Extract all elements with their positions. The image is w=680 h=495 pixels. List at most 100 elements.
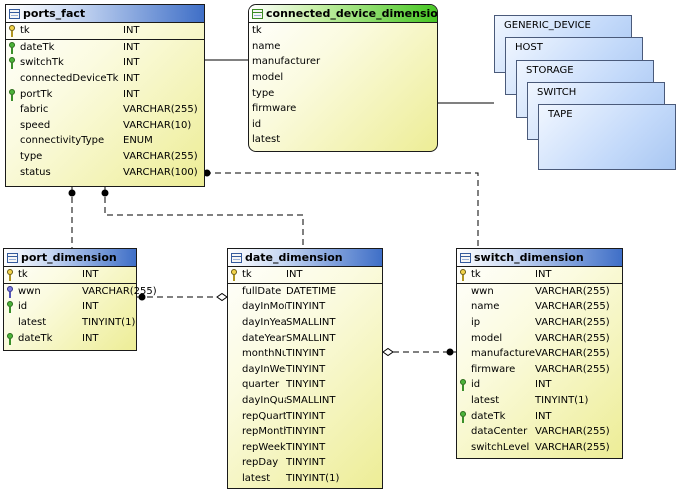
foreign-key-icon <box>457 409 471 424</box>
column-row[interactable]: type <box>252 85 437 101</box>
column-name: dayInQuarter <box>242 395 286 407</box>
column-name: repMonth <box>242 426 286 438</box>
column-type: INT <box>82 269 99 281</box>
device-type-label: TAPE <box>548 109 573 120</box>
column-row[interactable]: id <box>252 117 437 133</box>
column-row[interactable]: tk INT <box>4 267 136 283</box>
column-type: TINYINT(1) <box>82 317 136 329</box>
column-name: name <box>471 301 500 313</box>
column-name: firmware <box>252 103 297 115</box>
column-type: TINYINT(1) <box>535 395 589 407</box>
column-type: TINYINT <box>286 348 326 360</box>
foreign-key-icon <box>6 55 20 70</box>
column-name: quarter <box>242 379 280 391</box>
column-row[interactable]: name <box>252 39 437 55</box>
column-name: name <box>252 40 281 52</box>
many-end-marker <box>446 348 454 356</box>
column-name: dataCenter <box>471 426 528 438</box>
column-name: connectivityType <box>20 135 105 147</box>
column-row[interactable]: tk <box>252 23 437 39</box>
column-row[interactable]: dayInMonthTINYINT <box>228 299 382 315</box>
foreign-key-icon <box>4 299 18 314</box>
column-type: VARCHAR(100) <box>123 166 198 178</box>
table-icon <box>252 8 263 19</box>
column-name: tk <box>18 269 28 281</box>
column-name: dayInMonth <box>242 301 286 313</box>
column-type: VARCHAR(10) <box>123 119 192 131</box>
column-type: SMALLINT <box>286 395 336 407</box>
column-name: latest <box>242 473 271 485</box>
column-name: dateTk <box>18 332 53 344</box>
optional-end-marker <box>382 347 394 357</box>
entity-connected-device-dimension[interactable]: connected_device_dimension tk name manufac… <box>248 4 438 152</box>
column-name: tk <box>20 25 30 37</box>
column-row[interactable]: manufacturer <box>252 54 437 70</box>
column-type: INT <box>123 88 140 100</box>
column-type: VARCHAR(255) <box>535 317 610 329</box>
column-name: tk <box>252 25 262 37</box>
column-type: VARCHAR(255) <box>123 151 198 163</box>
column-type: INT <box>535 410 552 422</box>
column-row[interactable]: model <box>252 70 437 86</box>
column-type: INT <box>535 379 552 391</box>
column-type: INT <box>286 269 303 281</box>
entity-header: ports_fact <box>6 5 204 23</box>
primary-key-icon <box>228 267 242 282</box>
column-row[interactable]: monthNumTINYINT <box>228 346 382 362</box>
column-row[interactable]: repQuarterTINYINT <box>228 408 382 424</box>
column-row[interactable]: dayInQuarterSMALLINT <box>228 393 382 409</box>
many-end-marker <box>203 169 211 177</box>
entity-header: port_dimension <box>4 249 136 267</box>
column-name: dateTk <box>20 41 55 53</box>
column-row[interactable]: latest <box>252 132 437 148</box>
device-type-label: GENERIC_DEVICE <box>504 20 591 31</box>
column-row[interactable]: dayInWeekNumTINYINT <box>228 362 382 378</box>
column-name: wwn <box>18 285 41 297</box>
column-row[interactable]: firmware <box>252 101 437 117</box>
column-name: latest <box>471 395 500 407</box>
entity-title: connected_device_dimension <box>266 7 437 20</box>
column-type: TINYINT <box>286 301 326 313</box>
many-end-marker <box>101 189 109 197</box>
entity-title: date_dimension <box>245 251 343 264</box>
column-row[interactable]: latest TINYINT(1) <box>457 393 622 409</box>
